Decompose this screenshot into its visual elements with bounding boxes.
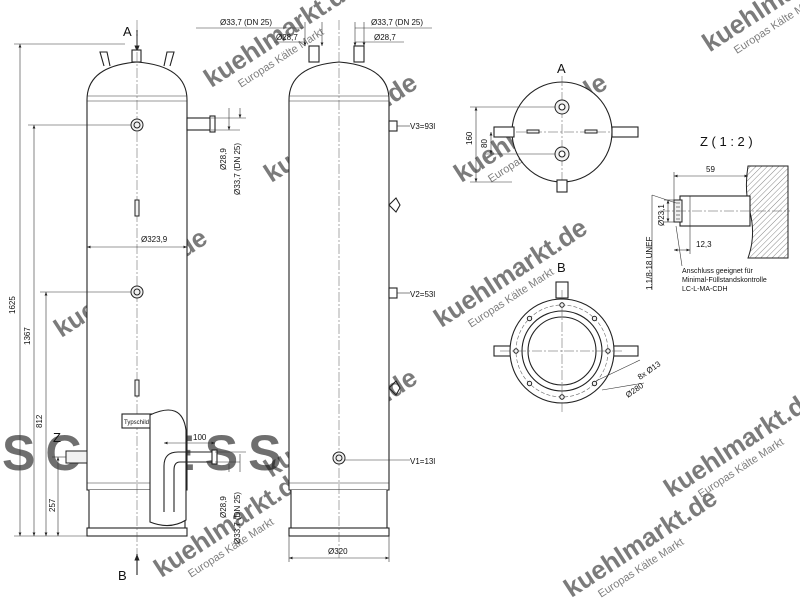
top-view: A 160 80 xyxy=(465,61,639,193)
level-probe-upper xyxy=(134,199,140,217)
front-view: A Typschild Z xyxy=(8,20,246,583)
dim-pipe-outer-top: Ø33,7 (DN 25) xyxy=(371,18,423,27)
top-bracket-left xyxy=(99,51,111,67)
bolt-hole xyxy=(513,348,519,354)
side-top-pipe-left xyxy=(308,45,320,63)
level-control-fitting xyxy=(65,450,88,464)
level-probe-lower xyxy=(134,379,140,397)
detail-wall-section xyxy=(745,165,789,259)
leader-bolt-circle xyxy=(601,382,645,391)
top-view-port-lower-inner xyxy=(558,150,566,158)
level-port-v3 xyxy=(388,120,398,132)
note-line-3: LC-L-MA-CDH xyxy=(682,286,728,293)
dim-pipe-offset: 100 xyxy=(193,433,207,442)
dim-80: 80 xyxy=(480,139,489,148)
nameplate-label: Typschild xyxy=(124,420,149,426)
dim-pipe-inner-side: Ø28,9 xyxy=(219,148,228,170)
thread-spec: 1.1/8-18 UNEF xyxy=(645,237,654,290)
dim-pipe-outer-side: Ø33,7 (DN 25) xyxy=(233,143,242,195)
dim-pipe-inner-top: Ø28,7 xyxy=(374,33,396,42)
top-pipe-left xyxy=(131,49,142,63)
dim-pipe-outer-bottom: Ø33,7 (DN 25) xyxy=(233,492,242,544)
top-bracket-right xyxy=(163,51,175,67)
leader-holes xyxy=(595,359,641,382)
top-view-bar-right xyxy=(584,129,598,134)
detail-title: Z ( 1 : 2 ) xyxy=(700,134,753,149)
dim-pipe-inner-bottom: Ø28,9 xyxy=(219,496,228,518)
level-lug-lower xyxy=(388,380,401,396)
level-lug-upper xyxy=(388,197,401,213)
inlet-pipe-flange xyxy=(211,449,218,465)
note-line-1: Anschluss geeignet für xyxy=(682,268,753,275)
note-line-2: Minimal-Füllstandskontrolle xyxy=(682,277,767,284)
top-view-pipe-left xyxy=(493,126,515,138)
side-sight-glass-inner xyxy=(335,454,343,462)
dim-diameter: Ø323,9 xyxy=(141,235,168,244)
side-view: Ø33,7 (DN 25) Ø28,7 Ø33,7 (DN 25) Ø28,7 … xyxy=(196,18,435,562)
inlet-pipe-inner xyxy=(173,461,215,512)
dim-holes: 8x Ø13 xyxy=(636,359,663,381)
leader-thread-arrow xyxy=(651,194,677,204)
dim-height-upper: 1367 xyxy=(23,327,32,345)
top-view-pipe-bottom xyxy=(556,179,568,193)
level-v3: V3=93l xyxy=(410,122,435,131)
bolt-hole xyxy=(526,315,533,322)
dim-height-lower: 257 xyxy=(48,498,57,512)
bolt-hole xyxy=(605,348,611,354)
view-arrow-a-label: A xyxy=(123,24,132,39)
bolt-hole xyxy=(591,315,598,322)
bolt-hole xyxy=(559,302,565,308)
bolt-hole xyxy=(559,394,565,400)
inlet-pipe-outer xyxy=(163,451,215,512)
side-top-pipe-right xyxy=(353,45,365,63)
dim-23: Ø23,1 xyxy=(657,204,666,226)
view-arrow-b-label: B xyxy=(118,568,127,583)
level-v1: V1=13l xyxy=(410,457,435,466)
top-view-port-upper-inner xyxy=(558,103,566,111)
top-view-label: A xyxy=(557,61,566,76)
leader-note xyxy=(675,225,683,267)
detail-z-marker: Z xyxy=(53,430,61,445)
sight-glass-upper-inner xyxy=(133,121,141,129)
level-port-v2 xyxy=(388,287,398,299)
sight-glass-middle-inner xyxy=(133,288,141,296)
side-outlet-upper xyxy=(186,117,212,131)
dim-pipe-outer-top-front: Ø33,7 (DN 25) xyxy=(220,18,272,27)
bolt-hole xyxy=(526,380,533,387)
top-view-pipe-right xyxy=(611,126,639,138)
dim-base: Ø320 xyxy=(328,547,348,556)
dim-pipe-inner-top-front: Ø28,7 xyxy=(276,33,298,42)
side-outlet-upper-flange xyxy=(209,115,216,133)
dim-59: 59 xyxy=(706,165,715,174)
dim-height-middle: 812 xyxy=(35,414,44,428)
dim-160: 160 xyxy=(465,131,474,145)
top-view-bar-left xyxy=(526,129,540,134)
inlet-guard xyxy=(149,409,187,527)
bottom-view-label: B xyxy=(557,260,566,275)
detail-z: Z ( 1 : 2 ) 59 Ø23,1 12,3 1.1/8-18 UNEF xyxy=(645,134,790,293)
bolt-hole xyxy=(591,380,598,387)
dim-height-total: 1625 xyxy=(8,296,17,314)
level-v2: V2=53l xyxy=(410,290,435,299)
dim-12: 12,3 xyxy=(696,240,712,249)
watermark-text: kuehlmarkt.de xyxy=(558,482,722,601)
